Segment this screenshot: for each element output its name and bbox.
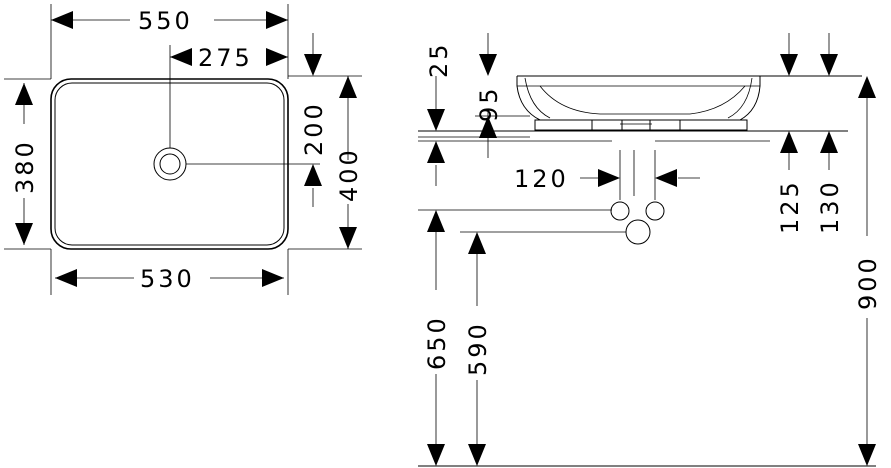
arrow-125-bottom	[780, 131, 798, 153]
arrow-550-left	[51, 11, 73, 29]
dim-590: 590	[464, 321, 492, 376]
waste-pipe-bottom	[625, 219, 651, 245]
drain-outer-circle	[153, 147, 187, 181]
arrow-400-bottom	[339, 227, 357, 249]
dim-400: 400	[335, 147, 363, 202]
arrow-95-bottom	[427, 109, 445, 131]
arrow-650-top	[427, 210, 445, 232]
arrow-counter-up	[427, 141, 445, 163]
arrow-275-right	[266, 48, 288, 66]
arrow-650-bottom	[427, 444, 445, 466]
arrow-120-right	[655, 169, 677, 187]
basin-profile	[516, 76, 761, 121]
basin-base	[534, 119, 748, 131]
arrow-380-bottom	[15, 223, 33, 245]
dim-275: 275	[198, 44, 253, 72]
dim-95: 95	[475, 85, 503, 122]
side-view: 25 95 120 125 130	[418, 33, 882, 467]
arrow-530-left	[55, 269, 77, 287]
arrow-590-bottom	[468, 444, 486, 466]
arrow-900-top	[858, 76, 876, 98]
arrow-120-left	[598, 169, 620, 187]
arrow-550-right	[266, 11, 288, 29]
dim-380: 380	[11, 139, 39, 194]
arrow-400-top	[339, 76, 357, 98]
waste-pipe-right	[645, 201, 665, 221]
dim-25: 25	[425, 41, 453, 78]
arrow-200-bottom	[304, 164, 322, 186]
arrow-900-bottom	[858, 444, 876, 466]
waste-pipe-left	[610, 201, 630, 221]
arrow-200-top	[304, 54, 322, 76]
dim-900: 900	[854, 255, 882, 310]
arrow-95-top	[479, 116, 497, 138]
arrow-275-left	[170, 48, 192, 66]
drain-inner-circle	[159, 153, 181, 175]
dim-530: 530	[140, 265, 195, 293]
arrow-130-top	[820, 54, 838, 76]
arrow-590-top	[468, 232, 486, 254]
dim-650: 650	[423, 315, 451, 370]
arrow-380-top	[15, 83, 33, 105]
arrow-25-top	[479, 54, 497, 76]
plan-view: 550 275 530 380 200 400	[4, 4, 363, 295]
dim-130: 130	[816, 179, 844, 234]
arrow-130-bottom	[820, 131, 838, 153]
dim-550: 550	[138, 7, 193, 35]
dim-125: 125	[776, 179, 804, 234]
arrow-530-right	[262, 269, 284, 287]
dim-120: 120	[514, 165, 569, 193]
arrow-125-top	[780, 54, 798, 76]
dim-200: 200	[300, 101, 328, 156]
